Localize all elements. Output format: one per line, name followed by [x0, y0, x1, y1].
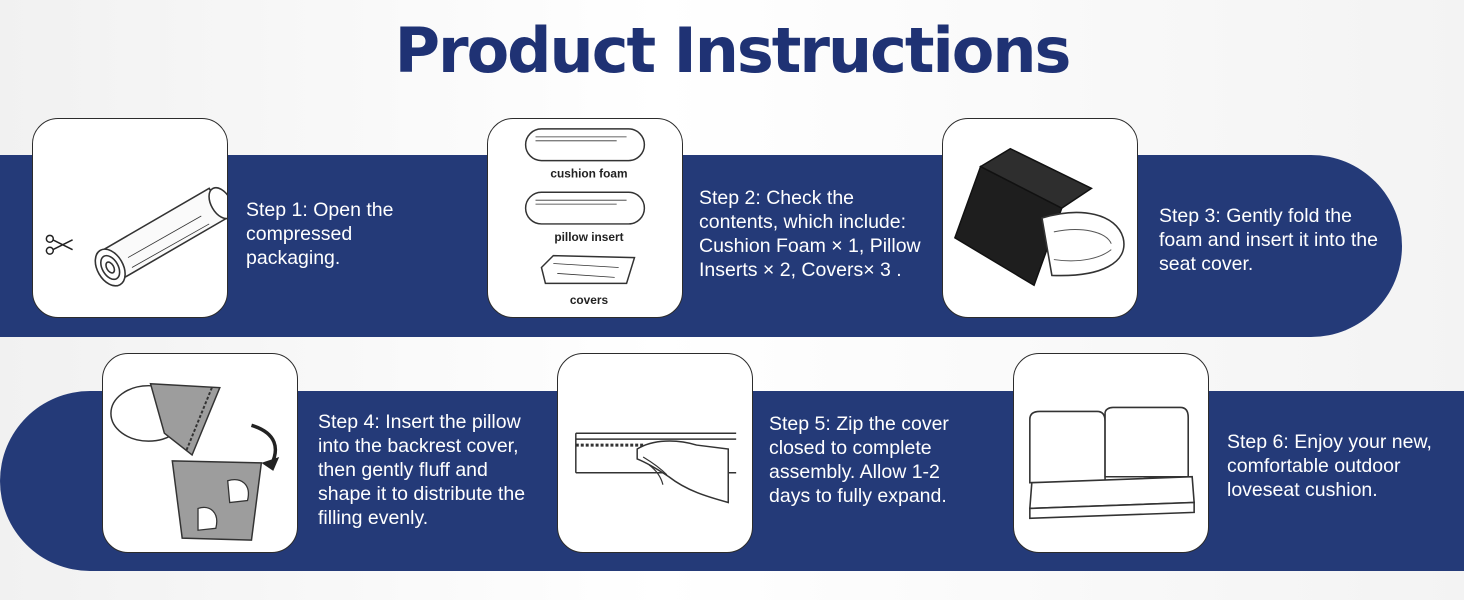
contents-icon: cushion foam pillow insert covers	[524, 128, 646, 307]
loveseat-cushion-icon	[1028, 406, 1195, 520]
step-4-text: Step 4: Insert the pillow into the backr…	[318, 411, 526, 529]
step-4-card	[102, 353, 298, 553]
fold-foam-icon	[953, 147, 1125, 287]
step-5-text: Step 5: Zip the cover closed to complete…	[769, 413, 949, 507]
step-6-card	[1013, 353, 1209, 553]
rolled-foam-scissors-icon	[45, 186, 227, 287]
cushion-foam-label: cushion foam	[550, 166, 627, 180]
step-3-card	[942, 118, 1138, 318]
insert-pillow-icon	[110, 382, 280, 541]
step-1-card	[32, 118, 228, 318]
zip-cover-icon	[575, 432, 737, 504]
step-3-text: Step 3: Gently fold the foam and insert …	[1159, 205, 1378, 275]
step-6-text: Step 6: Enjoy your new, comfortable outd…	[1227, 431, 1432, 501]
pillow-insert-label: pillow insert	[554, 230, 623, 244]
covers-label: covers	[570, 293, 609, 307]
step-1-text: Step 1: Open the compressed packaging.	[246, 199, 394, 269]
step-2-text: Step 2: Check the contents, which includ…	[699, 187, 921, 281]
step-5-card	[557, 353, 753, 553]
step-2-card: cushion foam pillow insert covers	[487, 118, 683, 318]
page-title: Product Instructions	[394, 14, 1072, 87]
steps-band-top	[0, 155, 1402, 337]
